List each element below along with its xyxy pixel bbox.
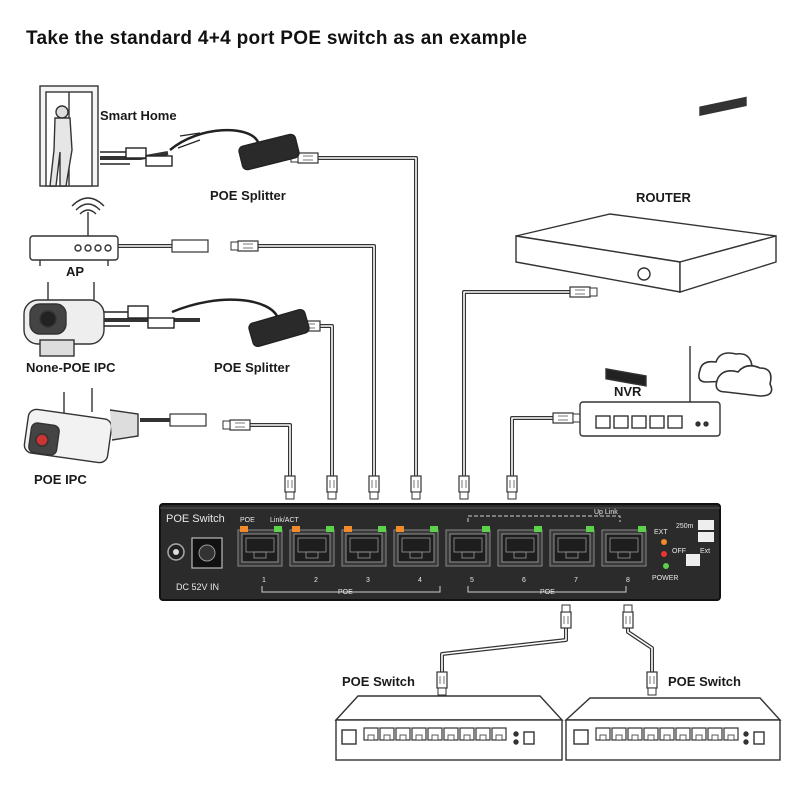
poe-splitter-top-label: POE Splitter: [210, 188, 286, 203]
cable-plugs-top: [284, 475, 518, 500]
switch-poe-label: POE: [240, 517, 255, 524]
switch-panel-name: POE Switch: [166, 513, 225, 525]
none-poe-ipc-label: None-POE IPC: [26, 360, 116, 375]
main-poe-switch: [159, 503, 721, 601]
port-number-7: 7: [574, 577, 578, 584]
switch-panel-labels: POE Switch POE Link/ACT Up Link DC 52V I…: [166, 509, 710, 596]
switch-off-label: OFF: [672, 548, 686, 555]
port-number-3: 3: [366, 577, 370, 584]
switch-poe-group-right: POE: [540, 589, 555, 596]
ap-label: AP: [66, 264, 85, 279]
port-leds: [240, 526, 646, 532]
switch-ext2-label: Ext: [700, 548, 710, 555]
nvr-label: NVR: [614, 384, 642, 399]
port-number-8: 8: [626, 577, 630, 584]
poe-ipc-icon: [23, 388, 139, 464]
switch-range-label: 250m: [676, 523, 694, 530]
switch-power-label: POWER: [652, 575, 678, 582]
smart-home-icon: [39, 85, 99, 187]
port-number-1: 1: [262, 577, 266, 584]
cable-plugs-devices: [169, 152, 598, 431]
poe-ipc-label: POE IPC: [34, 472, 87, 487]
nvr-icon: [579, 346, 721, 437]
router-label: ROUTER: [636, 190, 691, 205]
poe-switch-right-icon: [564, 697, 782, 761]
port-number-5: 5: [470, 577, 474, 584]
port-number-2: 2: [314, 577, 318, 584]
smart-home-label: Smart Home: [100, 108, 177, 123]
none-poe-ipc-icon: [23, 282, 105, 357]
ap-icon: [29, 197, 119, 266]
switch-link-act-label: Link/ACT: [270, 517, 300, 524]
switch-poe-group-left: POE: [338, 589, 353, 596]
poe-splitter-top-icon: [100, 128, 300, 171]
switch-ext-label: EXT: [654, 529, 668, 536]
port-number-6: 6: [522, 577, 526, 584]
diagram-title: Take the standard 4+4 port POE switch as…: [26, 28, 528, 49]
poe-splitter-mid-icon: [104, 298, 310, 348]
poe-switch-right-label: POE Switch: [668, 674, 741, 689]
poe-switch-left-label: POE Switch: [342, 674, 415, 689]
port-number-4: 4: [418, 577, 422, 584]
cloud-icon: [698, 352, 773, 397]
switch-uplink-label: Up Link: [594, 509, 618, 516]
router-icon: [515, 96, 777, 387]
switch-dc-in-label: DC 52V IN: [176, 582, 219, 592]
poe-switch-left-icon: [334, 695, 564, 761]
poe-splitter-mid-label: POE Splitter: [214, 360, 290, 375]
